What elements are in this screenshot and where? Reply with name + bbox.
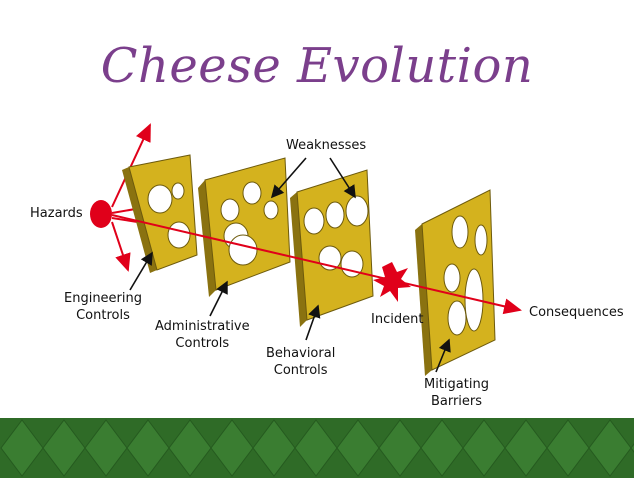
cheese-slice-mitigating — [415, 190, 495, 376]
label-incident: Incident — [371, 311, 423, 328]
cheese-slice-engineering — [122, 155, 197, 273]
label-weaknesses: Weaknesses — [286, 137, 366, 154]
cheese-slice-behavioral — [290, 170, 373, 327]
hazard-source-icon — [90, 200, 112, 228]
label-hazards: Hazards — [30, 205, 83, 222]
incident-burst-icon — [373, 262, 411, 302]
label-consequences: Consequences — [529, 304, 624, 321]
cheese-slice-administrative — [198, 158, 290, 297]
footer-banner — [0, 418, 634, 478]
